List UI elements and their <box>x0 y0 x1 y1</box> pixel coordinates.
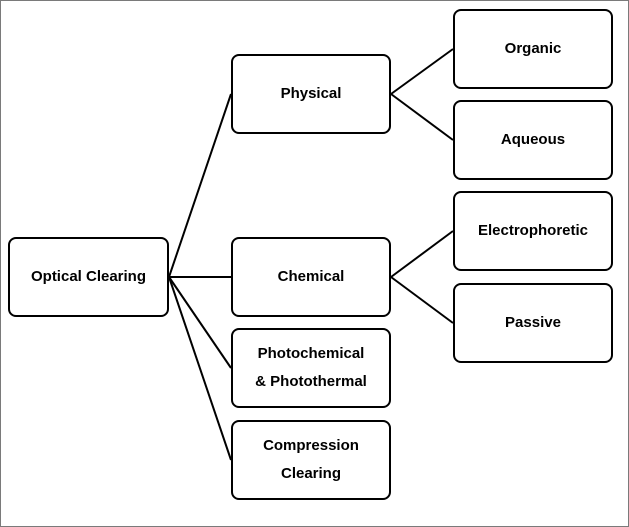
node-label: Organic <box>504 40 562 57</box>
node-aqueous: Aqueous <box>453 100 613 180</box>
edge-physical-organic <box>390 48 454 95</box>
edge-chemical-electrophoretic <box>390 230 454 278</box>
node-label: Passive <box>505 314 561 331</box>
edge-root-photo <box>168 276 232 369</box>
node-organic: Organic <box>453 9 613 89</box>
node-chemical: Chemical <box>231 237 391 317</box>
edge-chemical-passive <box>390 276 454 324</box>
node-compression-clearing: Compression Clearing <box>231 420 391 500</box>
node-optical-clearing: Optical Clearing <box>8 237 169 317</box>
node-physical: Physical <box>231 54 391 134</box>
node-passive: Passive <box>453 283 613 363</box>
node-label: Chemical <box>277 268 345 285</box>
node-label: Electrophoretic <box>477 222 589 239</box>
node-label: Aqueous <box>500 131 566 148</box>
node-label: Photochemical & Photothermal <box>255 345 367 390</box>
edge-root-compression <box>168 276 232 461</box>
node-electrophoretic: Electrophoretic <box>453 191 613 271</box>
node-label: Compression Clearing <box>263 437 359 482</box>
node-label: Physical <box>280 85 342 102</box>
edge-root-physical <box>168 93 232 278</box>
node-label: Optical Clearing <box>30 268 147 285</box>
edge-physical-aqueous <box>390 93 454 141</box>
node-photochemical-photothermal: Photochemical & Photothermal <box>231 328 391 408</box>
